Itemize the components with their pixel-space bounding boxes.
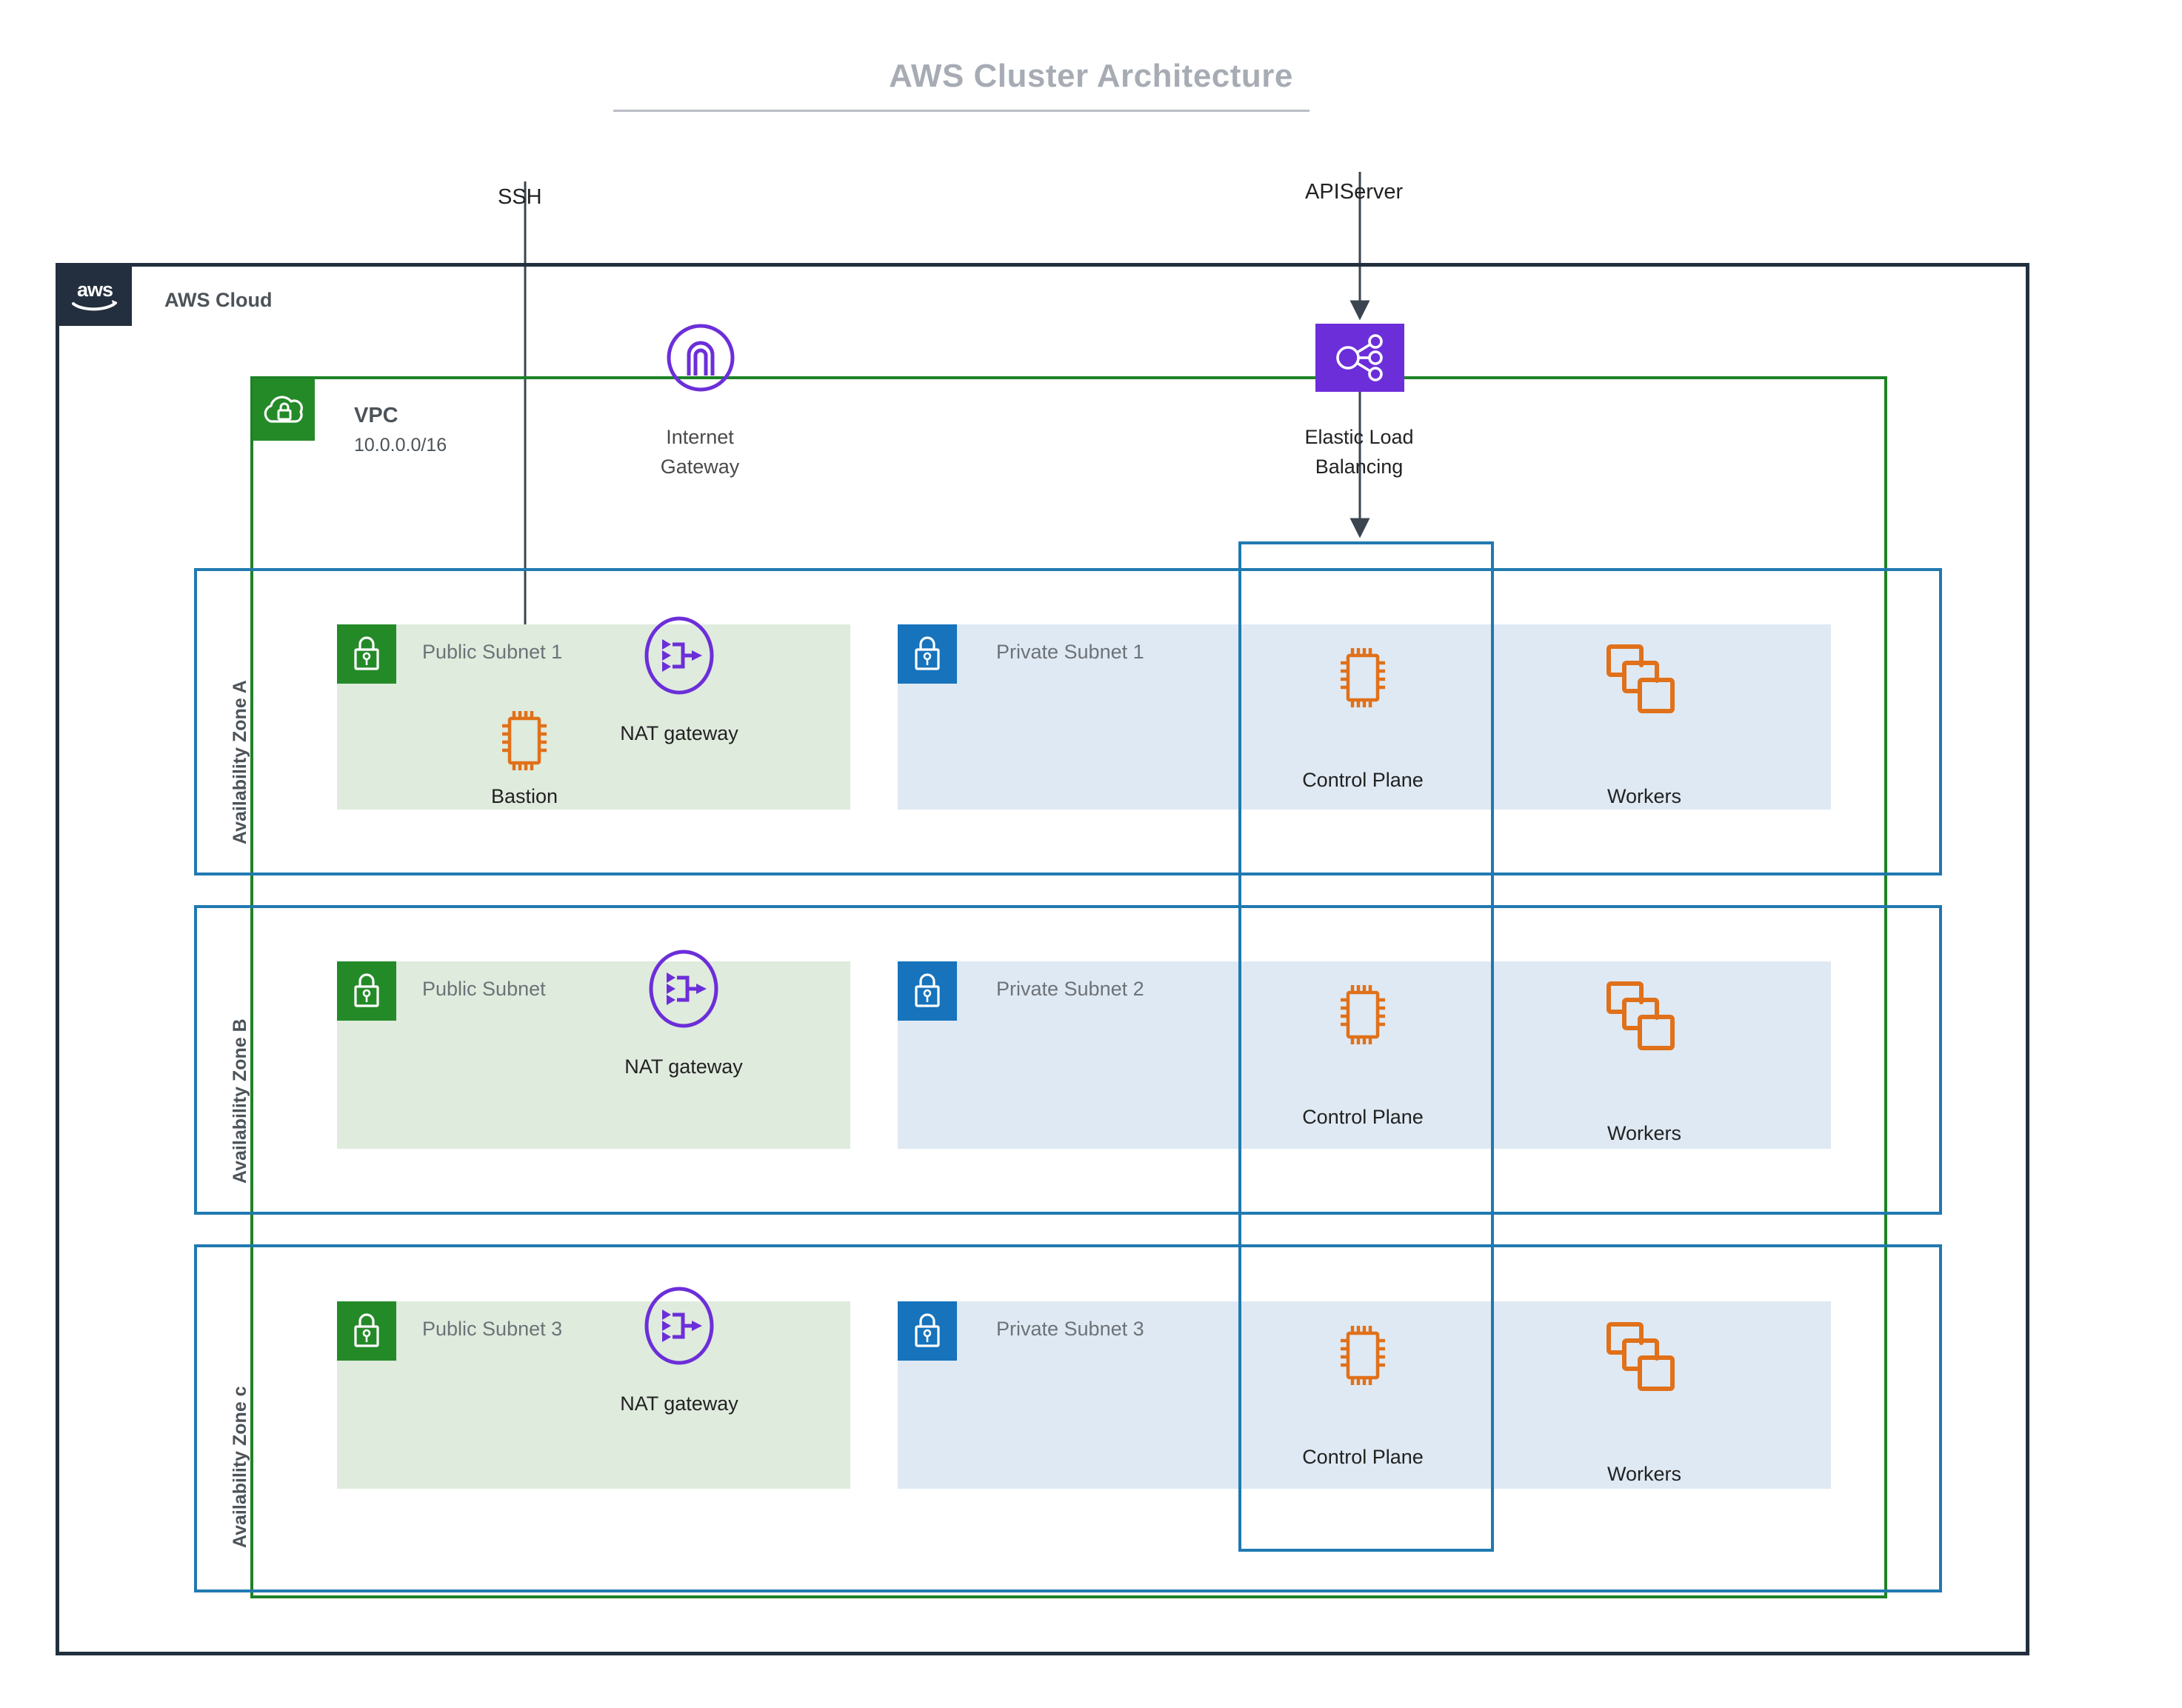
chip-icon — [1333, 644, 1392, 711]
public-subnet-band-a — [337, 624, 850, 810]
availability-zone-c-label: Availability Zone c — [230, 1386, 250, 1548]
public-subnet-name-a: Public Subnet 1 — [422, 641, 563, 663]
workers-label-b: Workers — [1607, 1122, 1681, 1144]
aws-logo-icon: aws — [58, 265, 132, 326]
private-subnet-name-c: Private Subnet 3 — [996, 1318, 1144, 1340]
public-subnet-name-b: Public Subnet — [422, 978, 546, 1000]
public-subnet-lock-icon — [337, 624, 396, 684]
internet-gateway-label-line2: Gateway — [660, 456, 740, 478]
chip-icon — [1333, 1322, 1392, 1389]
private-subnet-lock-icon — [898, 1301, 957, 1361]
elb-label-line1: Elastic Load — [1304, 426, 1414, 448]
public-subnet-lock-icon — [337, 1301, 396, 1361]
workers-label-c: Workers — [1607, 1463, 1681, 1485]
nat-gateway-icon — [638, 1285, 720, 1367]
workers-label-a: Workers — [1607, 785, 1681, 807]
control-plane-label-c: Control Plane — [1302, 1446, 1424, 1468]
public-subnet-name-c: Public Subnet 3 — [422, 1318, 563, 1340]
internet-gateway-label-line1: Internet — [666, 426, 734, 448]
title-underline — [613, 110, 1309, 112]
elastic-load-balancing-label: Elastic Load Balancing — [1244, 422, 1474, 481]
availability-zone-c-boundary — [194, 1244, 1942, 1592]
stacked-squares-icon — [1600, 1316, 1681, 1398]
elb-label-line2: Balancing — [1315, 456, 1404, 478]
chip-icon — [1333, 981, 1392, 1048]
aws-cloud-boundary — [56, 263, 2029, 1655]
private-subnet-name-a: Private Subnet 1 — [996, 641, 1144, 663]
aws-cloud-label: AWS Cloud — [164, 289, 273, 311]
svg-text:aws: aws — [77, 278, 113, 301]
nat-gateway-icon — [638, 615, 720, 696]
public-subnet-band-b — [337, 961, 850, 1149]
internet-gateway-icon — [667, 324, 735, 392]
elastic-load-balancing-icon — [1315, 324, 1404, 392]
control-plane-group-boundary — [1238, 541, 1494, 1552]
availability-zone-b-boundary — [194, 905, 1942, 1215]
bastion-label: Bastion — [490, 785, 558, 807]
nat-gateway-label-c: NAT gateway — [620, 1392, 738, 1415]
vpc-title: VPC — [354, 404, 398, 427]
private-subnet-lock-icon — [898, 624, 957, 684]
availability-zone-a-boundary — [194, 568, 1942, 875]
nat-gateway-label-b: NAT gateway — [624, 1055, 743, 1078]
availability-zone-b-label: Availability Zone B — [230, 1018, 250, 1184]
internet-gateway-label: Internet Gateway — [585, 422, 815, 481]
vpc-cloud-lock-icon — [253, 378, 315, 441]
control-plane-label-a: Control Plane — [1302, 769, 1424, 791]
public-subnet-lock-icon — [337, 961, 396, 1021]
vpc-cidr: 10.0.0.0/16 — [354, 435, 447, 456]
chip-icon — [495, 707, 554, 774]
annotation-label-apiserver: APIServer — [1305, 180, 1404, 204]
stacked-squares-icon — [1600, 638, 1681, 720]
nat-gateway-label-a: NAT gateway — [620, 722, 738, 744]
private-subnet-name-b: Private Subnet 2 — [996, 978, 1144, 1000]
public-subnet-band-c — [337, 1301, 850, 1489]
nat-gateway-icon — [643, 948, 724, 1030]
vpc-boundary — [250, 376, 1887, 1598]
annotation-label-ssh: SSH — [498, 185, 542, 209]
control-plane-label-b: Control Plane — [1302, 1106, 1424, 1128]
stacked-squares-icon — [1600, 975, 1681, 1057]
availability-zone-a-label: Availability Zone A — [230, 680, 250, 844]
private-subnet-lock-icon — [898, 961, 957, 1021]
page-title: AWS Cluster Architecture — [889, 58, 1293, 94]
